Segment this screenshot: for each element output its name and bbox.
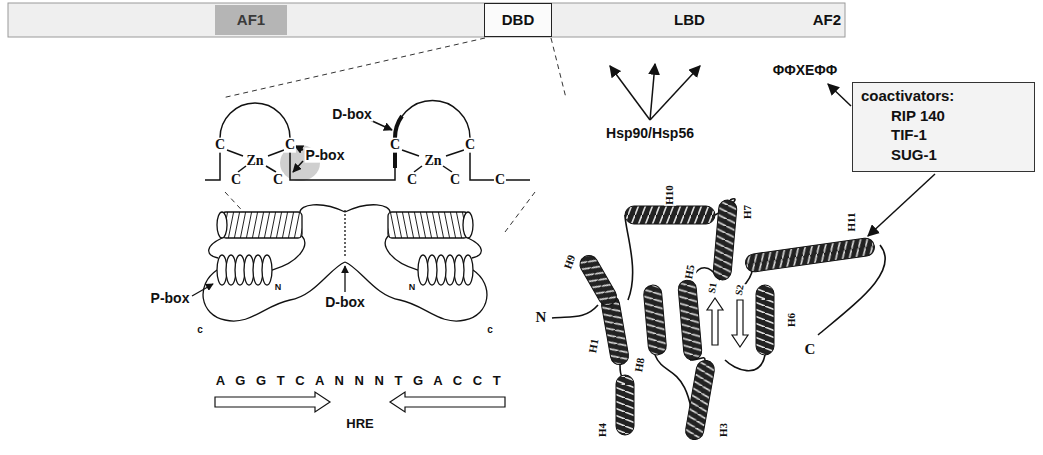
cysteine-label: C [230,173,242,188]
helix-label: H4 [597,422,609,438]
d-box-label: D-box [324,295,366,310]
domain-label: LBD [674,12,705,29]
p-box-label: P-box [305,148,346,163]
terminus-label: C [805,342,816,358]
domain-label: DBD [502,12,535,29]
cysteine-label: C [272,173,284,188]
hsp-arrows [610,64,700,120]
box-heading: coactivators: [861,86,954,106]
zinc-finger-schematic [205,101,530,182]
zinc-label: Zn [424,154,441,169]
receptor-bar [8,3,845,37]
domain-label: AF1 [237,12,265,29]
strand-label: S2 [734,283,747,297]
dna-binding-domain: DBD [484,3,552,37]
zoom-lines [222,38,566,232]
cysteine-label: C [494,173,506,188]
ligand-binding-domain: LBD AF2 [553,3,847,37]
dbd-dimer [192,205,487,321]
helix-label: H7 [742,204,754,220]
helix-label: H5 [683,263,697,281]
terminus-label: N [408,283,417,292]
cysteine-label: C [406,173,418,188]
hre-label: HRE [346,417,373,431]
cysteine-label: C [284,138,296,153]
strand-label: S1 [707,281,720,295]
cysteine-label: C [389,138,401,153]
cysteine-label: C [214,138,226,153]
d-box-label: D-box [331,107,373,122]
coactivator-box: coactivators:RIP 140TIF-1SUG-1 [852,82,1035,172]
cysteine-label: C [464,138,476,153]
hre-arrows [215,392,505,412]
p-box-label: P-box [150,291,191,306]
helix-label: H11 [846,212,858,233]
zinc-label: Zn [246,154,263,169]
terminus-label: c [486,325,494,336]
coactivator-name: RIP 140 [891,106,945,126]
helix-label: H6 [786,312,798,328]
terminus-label: N [536,310,547,326]
dna-sequence: A G G T C A N N N T G A C C T [216,374,504,388]
helix-label: H1 [587,337,601,355]
helix-label: H3 [718,422,730,438]
terminus-label: c [196,325,204,336]
helix-label: H10 [664,184,676,206]
terminus-label: N [274,283,283,292]
activation-function-region: AF1 [215,5,287,35]
motif-label: ΦΦXEΦΦ [773,63,838,78]
lbd-structure [552,199,885,441]
helix-label: H9 [562,252,578,271]
domain-label: AF2 [813,12,841,29]
chaperone-label: Hsp90/Hsp56 [606,126,694,141]
cysteine-label: C [449,173,461,188]
helix-label: H8 [633,356,647,374]
coactivator-name: SUG-1 [891,145,937,165]
coactivator-name: TIF-1 [891,125,927,145]
